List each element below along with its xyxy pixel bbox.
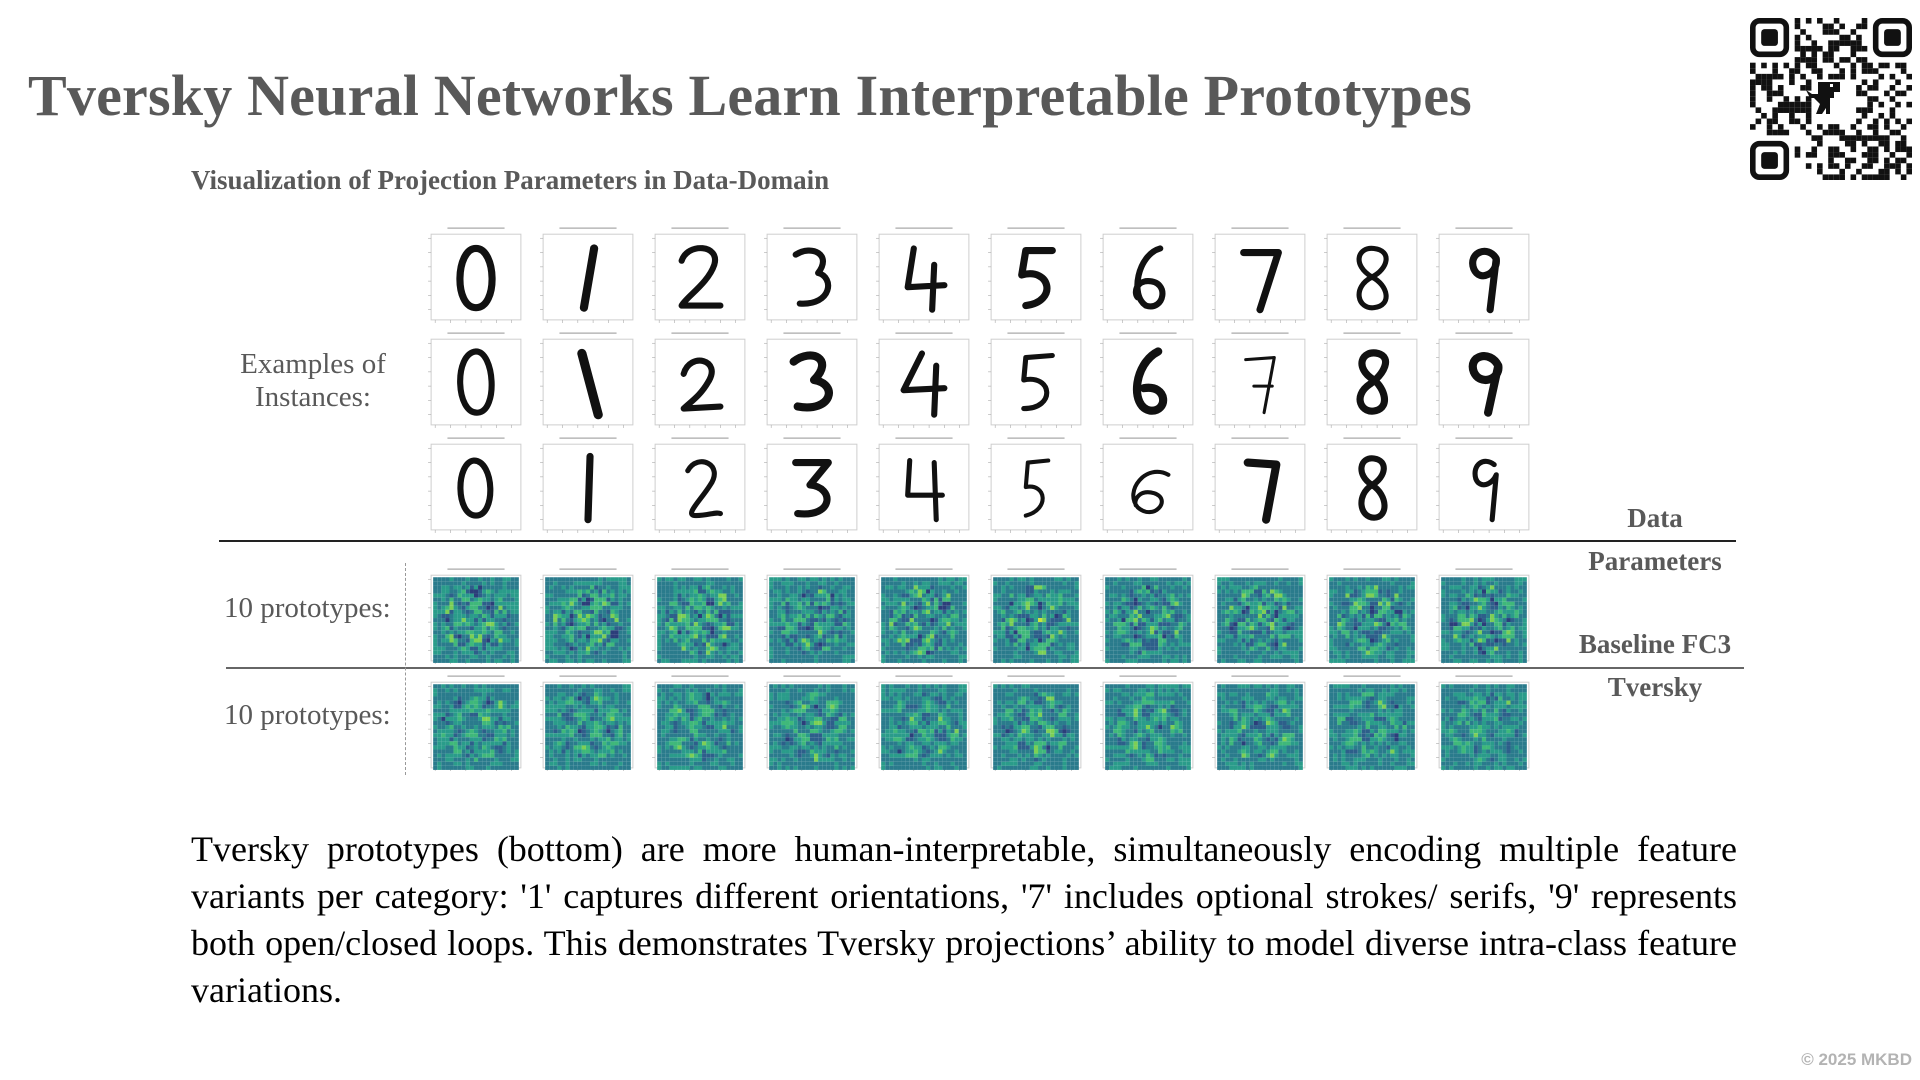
data-side-label: Data (1627, 503, 1683, 533)
example-digit-5-3 (985, 434, 1087, 536)
example-digit-5-1 (985, 224, 1087, 326)
data-parameters-divider (219, 540, 1736, 542)
example-digit-2-1 (649, 224, 751, 326)
example-digit-0-3 (425, 434, 527, 536)
baseline-prototype-8 (1321, 565, 1423, 667)
example-digit-5-2 (985, 329, 1087, 431)
tversky-prototype-5 (985, 672, 1087, 774)
examples-label-line1: Examples of (240, 348, 386, 380)
baseline-prototype-7 (1209, 565, 1311, 667)
baseline-prototypes-label: 10 prototypes: (224, 592, 391, 624)
examples-label-line2: Instances: (255, 381, 371, 414)
example-digit-0-2 (425, 329, 527, 431)
baseline-prototype-1 (537, 565, 639, 667)
example-digit-9-3 (1433, 434, 1535, 536)
tversky-prototypes-label: 10 prototypes: (224, 699, 391, 731)
baseline-tversky-divider (226, 667, 1744, 669)
tversky-prototype-2 (649, 672, 751, 774)
example-digit-6-1 (1097, 224, 1199, 326)
example-digit-7-3 (1209, 434, 1311, 536)
example-digit-7-2 (1209, 329, 1311, 431)
example-digit-9-2 (1433, 329, 1535, 431)
page-title: Tversky Neural Networks Learn Interpreta… (28, 63, 1472, 128)
tversky-prototype-0 (425, 672, 527, 774)
tversky-prototype-3 (761, 672, 863, 774)
example-digit-9-1 (1433, 224, 1535, 326)
example-digit-8-3 (1321, 434, 1423, 536)
tversky-prototype-7 (1209, 672, 1311, 774)
example-digit-3-2 (761, 329, 863, 431)
baseline-prototype-4 (873, 565, 975, 667)
example-digit-7-1 (1209, 224, 1311, 326)
example-digit-4-1 (873, 224, 975, 326)
example-digit-8-2 (1321, 329, 1423, 431)
tversky-prototype-6 (1097, 672, 1199, 774)
example-digit-4-3 (873, 434, 975, 536)
example-digit-6-3 (1097, 434, 1199, 536)
baseline-prototype-6 (1097, 565, 1199, 667)
copyright-notice: © 2025 MKBD (1801, 1050, 1912, 1069)
tversky-prototype-4 (873, 672, 975, 774)
example-digit-4-2 (873, 329, 975, 431)
dinosaur-icon (1806, 82, 1840, 114)
example-digit-1-2 (537, 329, 639, 431)
qr-code-icon[interactable] (1749, 17, 1912, 180)
tversky-prototype-9 (1433, 672, 1535, 774)
baseline-prototype-2 (649, 565, 751, 667)
example-digit-3-3 (761, 434, 863, 536)
example-digit-1-1 (537, 224, 639, 326)
tversky-prototype-8 (1321, 672, 1423, 774)
baseline-side-label: Baseline FC3 (1578, 629, 1732, 659)
prototype-axis-divider (405, 563, 406, 775)
figure-subtitle: Visualization of Projection Parameters i… (191, 165, 830, 195)
parameters-side-label: Parameters (1588, 546, 1722, 576)
tversky-side-label: Tversky (1607, 672, 1703, 702)
example-digit-1-3 (537, 434, 639, 536)
baseline-prototype-0 (425, 565, 527, 667)
example-digit-2-3 (649, 434, 751, 536)
example-digit-8-1 (1321, 224, 1423, 326)
example-digit-2-2 (649, 329, 751, 431)
baseline-prototype-3 (761, 565, 863, 667)
tversky-prototype-1 (537, 672, 639, 774)
example-digit-3-1 (761, 224, 863, 326)
example-digit-6-2 (1097, 329, 1199, 431)
baseline-prototype-9 (1433, 565, 1535, 667)
examples-label: Examples of Instances: (228, 348, 398, 415)
baseline-prototype-5 (985, 565, 1087, 667)
example-digit-0-1 (425, 224, 527, 326)
description-paragraph: Tversky prototypes (bottom) are more hum… (191, 829, 1737, 1010)
